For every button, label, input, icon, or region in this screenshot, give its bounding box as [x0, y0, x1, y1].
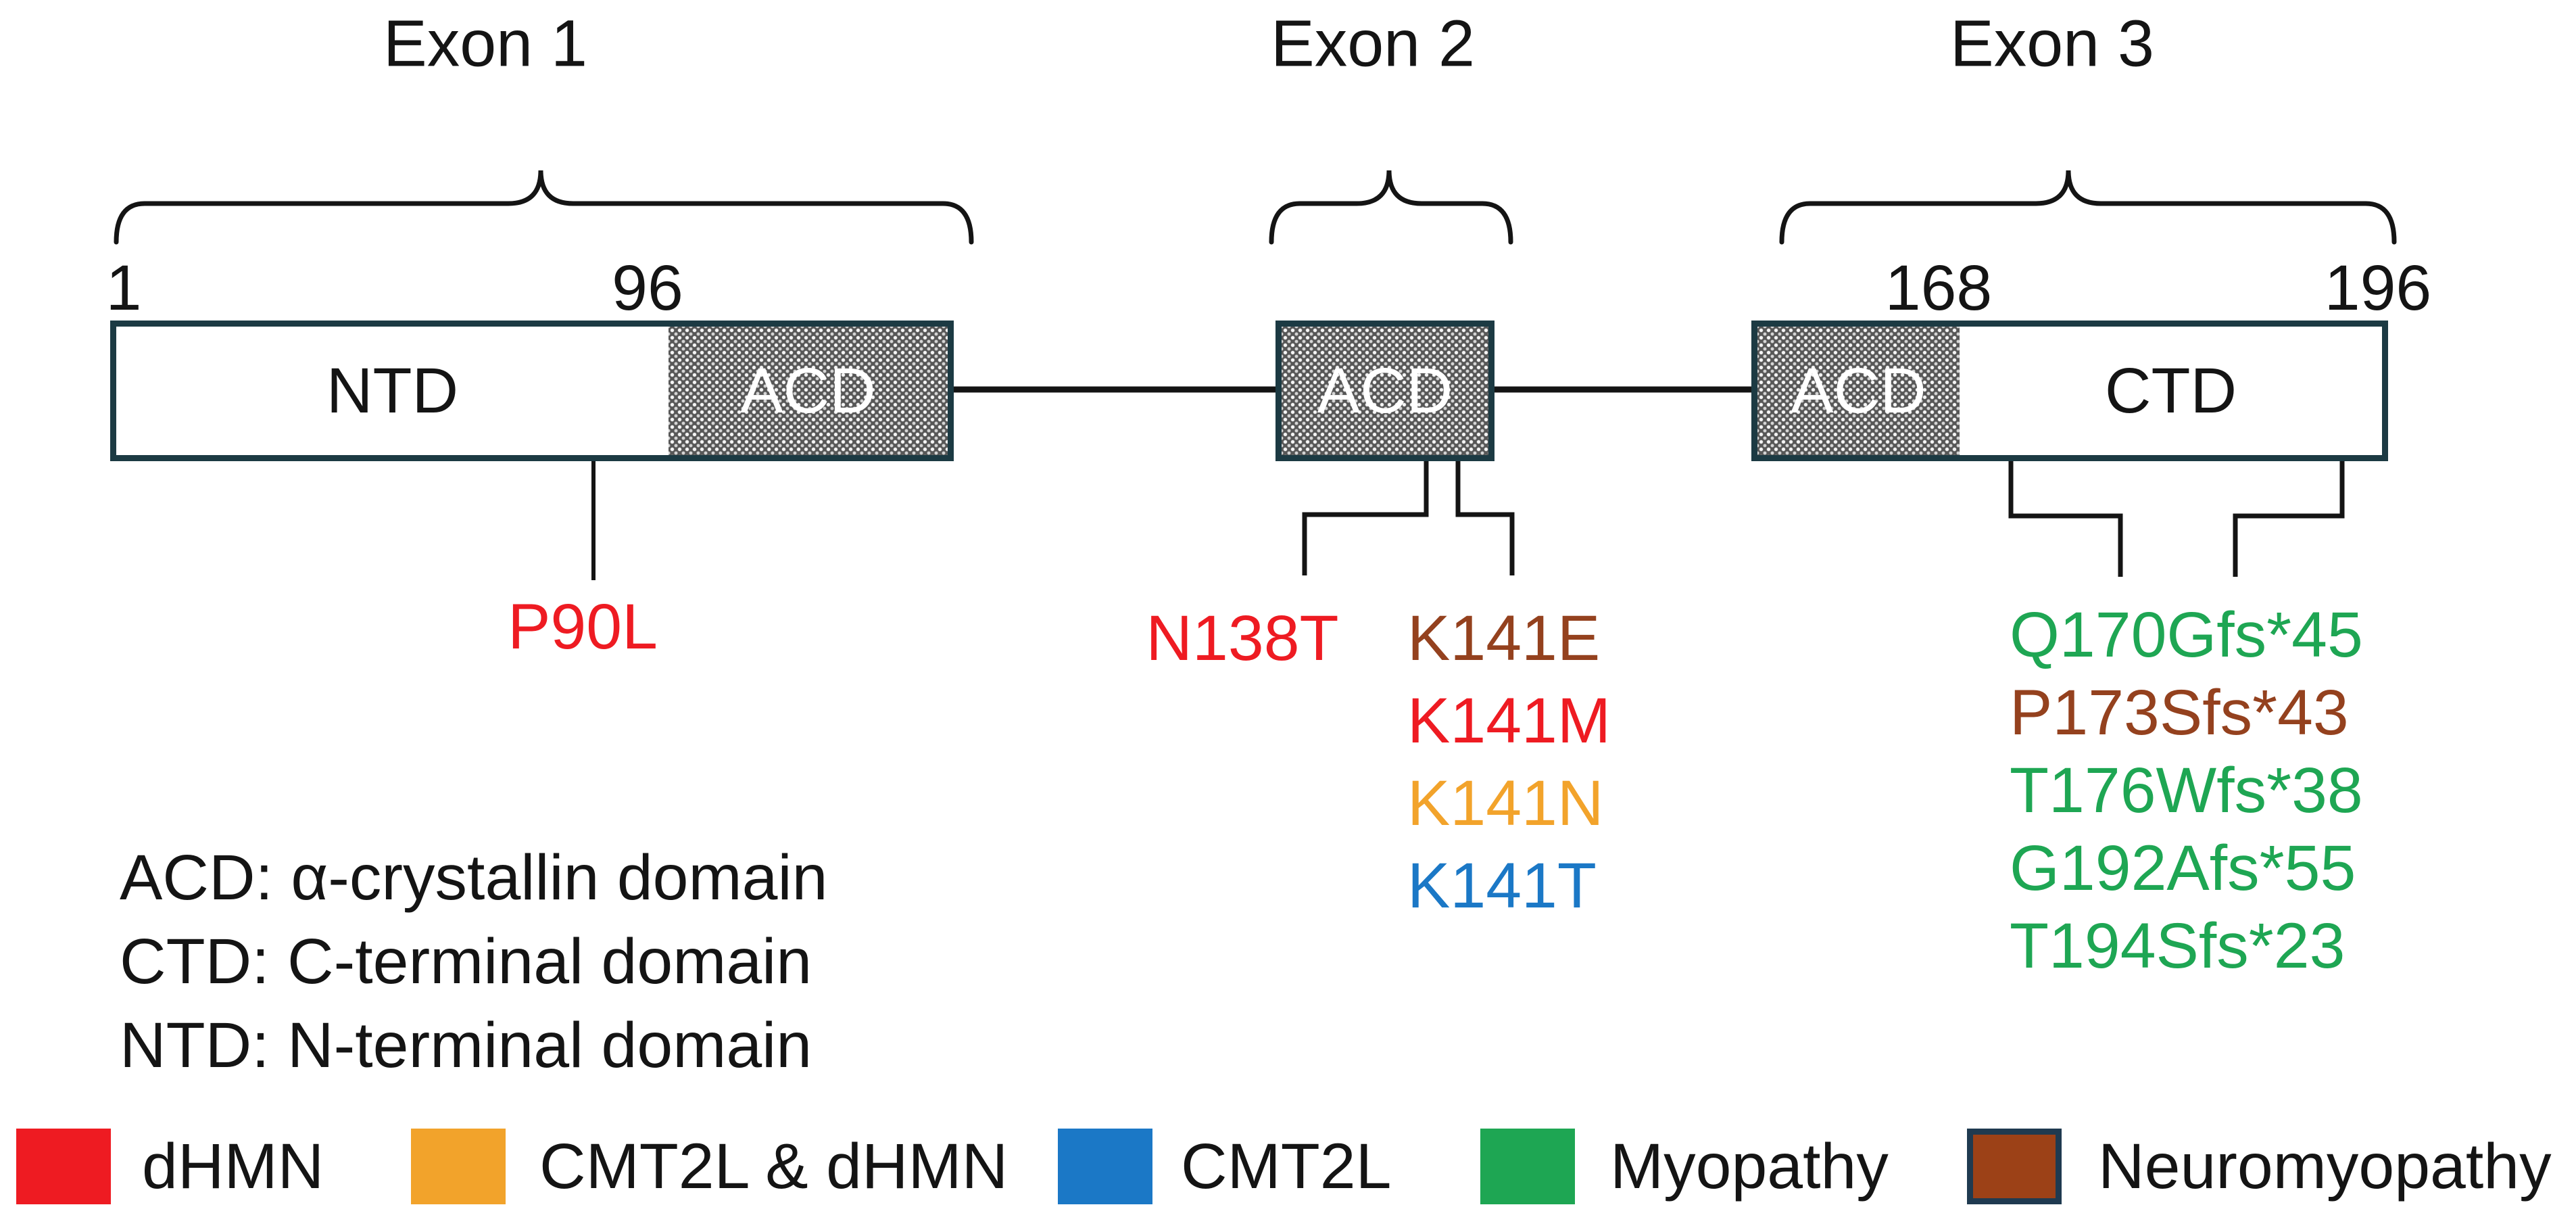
acd-domain-exon1: ACD: [669, 327, 948, 455]
acd-domain-exon2: ACD: [1282, 327, 1488, 455]
legend-swatch-cmt2l-dhmn: [411, 1129, 506, 1204]
exon2-brace: [1269, 170, 1513, 245]
ctd-domain: CTD: [1960, 327, 2382, 455]
k141-pointer-line: [1455, 460, 1515, 575]
mutation-label-g192afs55: G192Afs*55: [2010, 832, 2356, 904]
mutation-label-t194sfs23: T194Sfs*23: [2010, 910, 2346, 982]
mutation-label-k141m: K141M: [1407, 685, 1611, 757]
residue-label-196: 196: [2324, 252, 2432, 324]
legend-swatch-myopathy: [1480, 1129, 1575, 1204]
mutation-label-q170gfs45: Q170Gfs*45: [2010, 599, 2363, 671]
exon1-brace: [114, 170, 974, 245]
mutation-label-k141n: K141N: [1407, 767, 1604, 839]
ntd-domain: NTD: [116, 327, 669, 455]
exon3-title: Exon 3: [1950, 6, 2154, 80]
legend-label-myopathy: Myopathy: [1610, 1131, 1889, 1202]
abbreviation-ntd: NTD: N-terminal domain: [120, 1010, 812, 1081]
q170-pointer-line: [2008, 460, 2123, 577]
abbreviation-acd: ACD: α-crystallin domain: [120, 842, 828, 914]
n138t-pointer-line: [1302, 460, 1429, 575]
legend-label-cmt2l-dhmn: CMT2L & dHMN: [539, 1131, 1008, 1202]
acd-domain-exon3: ACD: [1757, 327, 1960, 455]
protein-bar-exon2: ACD: [1275, 321, 1494, 461]
mutation-label-p90l: P90L: [508, 591, 658, 663]
residue-label-96: 96: [612, 252, 683, 324]
legend-label-dhmn: dHMN: [142, 1131, 324, 1202]
mutation-label-p173sfs43: P173Sfs*43: [2010, 677, 2349, 749]
residue-label-168: 168: [1885, 252, 1993, 324]
exon1-title: Exon 1: [383, 6, 587, 80]
legend-label-neuromyopathy: Neuromyopathy: [2098, 1131, 2552, 1202]
mutation-label-t176wfs38: T176Wfs*38: [2010, 755, 2363, 826]
protein-bar-exon3: ACD CTD: [1751, 321, 2388, 461]
exon2-title: Exon 2: [1271, 6, 1475, 80]
mutation-label-k141t: K141T: [1407, 850, 1597, 922]
legend-label-cmt2l: CMT2L: [1181, 1131, 1392, 1202]
exon3-brace: [1779, 170, 2397, 245]
legend-swatch-cmt2l: [1058, 1129, 1152, 1204]
legend-swatch-neuromyopathy: [1967, 1129, 2062, 1204]
abbreviation-ctd: CTD: C-terminal domain: [120, 926, 812, 997]
residue-label-1: 1: [105, 252, 142, 324]
mutation-label-k141e: K141E: [1407, 602, 1601, 674]
legend-swatch-dhmn: [16, 1129, 111, 1204]
protein-bar-exon1: NTD ACD: [110, 321, 954, 461]
mutation-label-n138t: N138T: [1146, 602, 1339, 674]
g192-pointer-line: [2233, 460, 2345, 577]
